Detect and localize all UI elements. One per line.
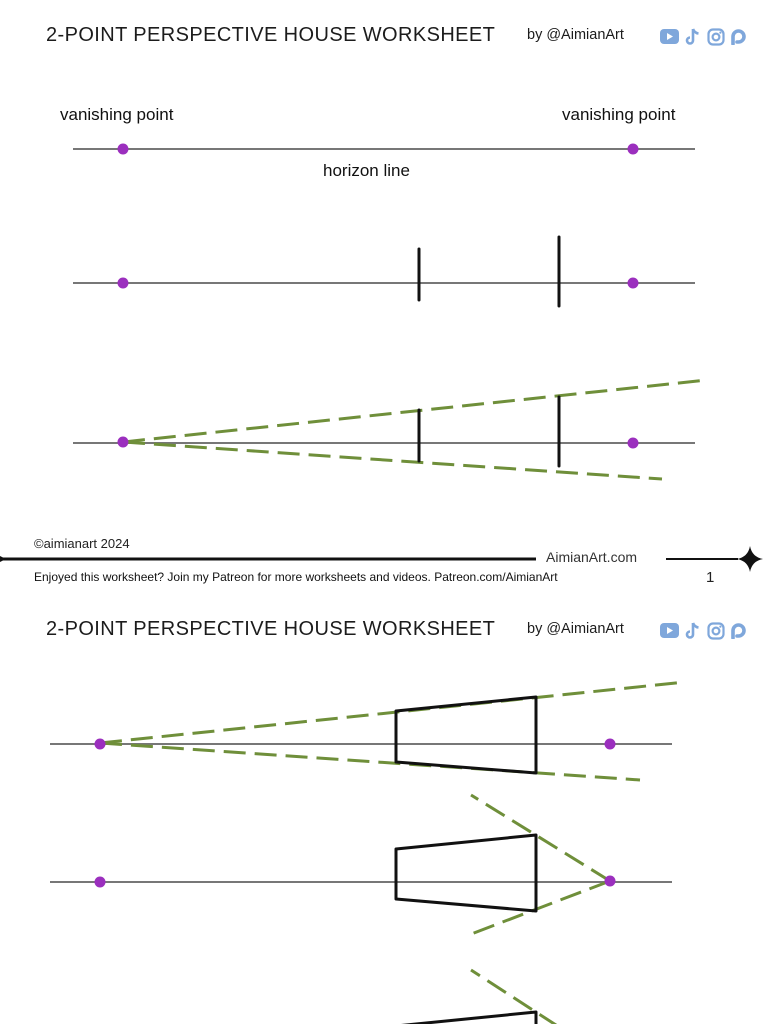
patreon-promo: Enjoyed this worksheet? Join my Patreon … bbox=[34, 570, 558, 584]
perspective-diagram-page-2 bbox=[50, 680, 686, 1024]
website-link[interactable]: AimianArt.com bbox=[546, 549, 638, 565]
youtube-icon[interactable] bbox=[660, 621, 679, 640]
sparkle-icon bbox=[737, 546, 763, 572]
vanishing-point-left-label: vanishing point bbox=[60, 105, 174, 124]
patreon-icon[interactable] bbox=[729, 27, 748, 46]
guide-line-right-lower bbox=[465, 879, 611, 938]
vanishing-point-right bbox=[627, 277, 639, 289]
vanishing-point-right bbox=[627, 437, 639, 449]
tiktok-icon[interactable] bbox=[683, 27, 702, 46]
guide-line-right-upper bbox=[470, 793, 611, 883]
house-side-wall bbox=[400, 1010, 538, 1024]
vanishing-point-left bbox=[117, 277, 129, 289]
horizon-line-label: horizon line bbox=[323, 161, 410, 180]
house-side-wall bbox=[394, 695, 538, 775]
house-side-wall bbox=[394, 833, 538, 913]
youtube-icon[interactable] bbox=[660, 27, 679, 46]
copyright: ©aimianart 2024 bbox=[34, 536, 130, 551]
vanishing-point-left bbox=[94, 738, 106, 750]
guide-line-upper bbox=[122, 378, 708, 444]
patreon-icon[interactable] bbox=[729, 621, 748, 640]
instagram-icon[interactable] bbox=[706, 27, 725, 46]
vanishing-point-right bbox=[604, 738, 616, 750]
page-title: 2-POINT PERSPECTIVE HOUSE WORKSHEET bbox=[46, 24, 496, 46]
guide-line-lower bbox=[122, 440, 663, 481]
guide-line-upper bbox=[99, 680, 686, 745]
worksheet-page-1: 2-POINT PERSPECTIVE HOUSE WORKSHEET by @… bbox=[0, 24, 763, 586]
divider-ornament-left bbox=[0, 556, 6, 562]
byline: by @AimianArt bbox=[527, 621, 624, 637]
vanishing-point-right bbox=[627, 143, 639, 155]
social-icons bbox=[660, 27, 748, 46]
perspective-diagram-page-1 bbox=[0, 143, 763, 572]
vanishing-point-left bbox=[117, 143, 129, 155]
vanishing-point-right bbox=[604, 875, 616, 887]
tiktok-icon[interactable] bbox=[683, 621, 702, 640]
guide-line-right-upper bbox=[470, 968, 558, 1024]
social-icons bbox=[660, 621, 748, 640]
vanishing-point-left bbox=[94, 876, 106, 888]
byline: by @AimianArt bbox=[527, 27, 624, 43]
page-title: 2-POINT PERSPECTIVE HOUSE WORKSHEET bbox=[46, 618, 496, 640]
worksheet-page-2: 2-POINT PERSPECTIVE HOUSE WORKSHEET by @… bbox=[0, 600, 768, 1024]
guide-line-lower bbox=[99, 741, 641, 782]
page-number: 1 bbox=[706, 569, 715, 586]
vanishing-point-left bbox=[117, 436, 129, 448]
instagram-icon[interactable] bbox=[706, 621, 725, 640]
vanishing-point-right-label: vanishing point bbox=[562, 105, 676, 124]
